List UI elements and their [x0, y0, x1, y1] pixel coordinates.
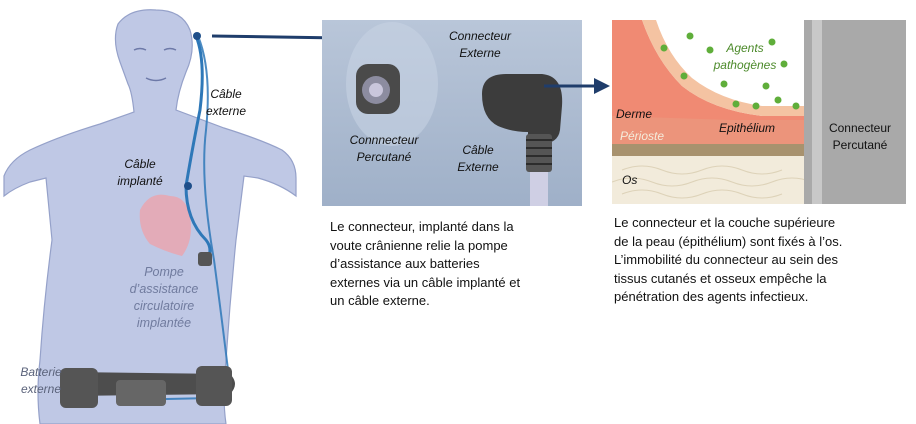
label-external-cable: Câble externe: [196, 86, 256, 120]
tissue-description-line4: tissus cutanés et osseux empêche la: [614, 270, 827, 286]
arrow-to-tissue-head: [594, 78, 610, 94]
body-figure-graphic: [3, 9, 297, 424]
tissue-graphic: [612, 20, 906, 204]
label-pump-line3: circulatoire: [133, 299, 195, 313]
label-external-cable-connector-line1: Câble: [462, 143, 494, 157]
battery-pack-center: [116, 380, 166, 406]
label-external-cable-line1: Câble: [210, 87, 242, 101]
label-external-cable-line2: externe: [205, 104, 247, 118]
label-percutaneous-connector-line1: Connnecteur: [349, 133, 419, 147]
tissue-description-line3: L’immobilité du connecteur au sein des: [614, 252, 839, 267]
face-eyes: [133, 47, 177, 51]
label-tissue-connector-line1: Connecteur: [828, 121, 892, 135]
epithelium-layer: [642, 20, 804, 116]
label-tissue-connector-line2: Percutané: [832, 138, 888, 152]
tissue-description-line1: Le connecteur et la couche supérieure: [614, 215, 836, 230]
label-bone: Os: [622, 173, 638, 187]
label-pump-line4: implantée: [136, 316, 192, 330]
label-pathogens: Agents pathogènes: [708, 40, 782, 74]
label-implanted-cable-line2: implanté: [117, 174, 163, 188]
label-epithelium: Epithélium: [718, 121, 776, 135]
bone-texture: [612, 165, 813, 199]
connector-description-line5: un câble externe.: [330, 293, 430, 308]
epithelium-under: [612, 116, 804, 144]
pathogen-dots: [660, 32, 800, 110]
label-pump-line1: Pompe: [144, 265, 184, 279]
label-pathogens-line2: pathogènes: [713, 58, 777, 72]
label-external-connector: Connecteur Externe: [434, 28, 526, 62]
label-external-cable-connector: Câble Externe: [446, 142, 510, 176]
bone-layer: [612, 156, 804, 204]
battery-pack-left: [60, 368, 98, 408]
percutaneous-connector-pins: [369, 83, 383, 97]
heart-shape: [139, 194, 191, 256]
sleeve-ribs: [526, 139, 552, 165]
external-cable-tube: [530, 172, 548, 206]
connector-description-line2: voute crânienne relie la pompe: [330, 237, 508, 253]
label-implanted-cable: Câble implanté: [108, 156, 172, 190]
label-pump-line2: d’assistance: [129, 282, 199, 296]
connector-description-line3: d’assistance aux batteries: [330, 256, 480, 271]
periosteum-layer: [612, 144, 804, 156]
dermis-layer: [612, 20, 804, 144]
label-pathogens-line1: Agents: [726, 41, 764, 55]
label-battery: Batterie externe: [10, 364, 72, 398]
tissue-illustration: Agents pathogènes Derme Périoste Epithél…: [612, 20, 906, 204]
label-implanted-cable-line1: Câble: [124, 157, 156, 171]
label-battery-line1: Batterie: [20, 365, 62, 379]
label-pump: Pompe d’assistance circulatoire implanté…: [112, 264, 216, 332]
connector-description: Le connecteur, implanté dans la voute cr…: [330, 218, 560, 311]
label-tissue-connector: Connecteur Percutané: [818, 120, 902, 154]
tissue-description: Le connecteur et la couche supérieure de…: [614, 214, 890, 307]
connector-description-line4: externes via un câble implanté et: [330, 274, 521, 290]
label-external-connector-line2: Externe: [459, 46, 501, 60]
body-illustration: Câble externe Câble implanté Pompe d’ass…: [0, 0, 305, 424]
label-percutaneous-connector-line2: Percutané: [356, 150, 412, 164]
connector-illustration: Connecteur Externe Connnecteur Percutané…: [322, 20, 582, 206]
label-percutaneous-connector: Connnecteur Percutané: [338, 132, 430, 166]
face-mouth: [145, 77, 167, 82]
battery-pack-right: [196, 366, 232, 406]
connector-description-line1: Le connecteur, implanté dans la: [330, 219, 514, 234]
pump-unit: [198, 252, 212, 266]
tissue-description-line2: de la peau (épithélium) sont fixés à l’o…: [614, 233, 843, 249]
label-dermis: Derme: [616, 107, 653, 121]
external-connector-body: [482, 74, 563, 144]
label-battery-line2: externe: [20, 382, 62, 396]
connector-dot-chest: [184, 182, 192, 190]
label-external-cable-connector-line2: Externe: [457, 160, 499, 174]
tissue-description-line5: pénétration des agents infectieux.: [614, 289, 809, 304]
connector-column-highlight: [812, 20, 822, 204]
external-connector-ribbed-sleeve: [526, 134, 552, 172]
label-external-connector-line1: Connecteur: [448, 29, 512, 43]
label-periosteum: Périoste: [620, 129, 665, 143]
connector-dot-head: [193, 32, 201, 40]
connector-graphic: [346, 22, 563, 206]
